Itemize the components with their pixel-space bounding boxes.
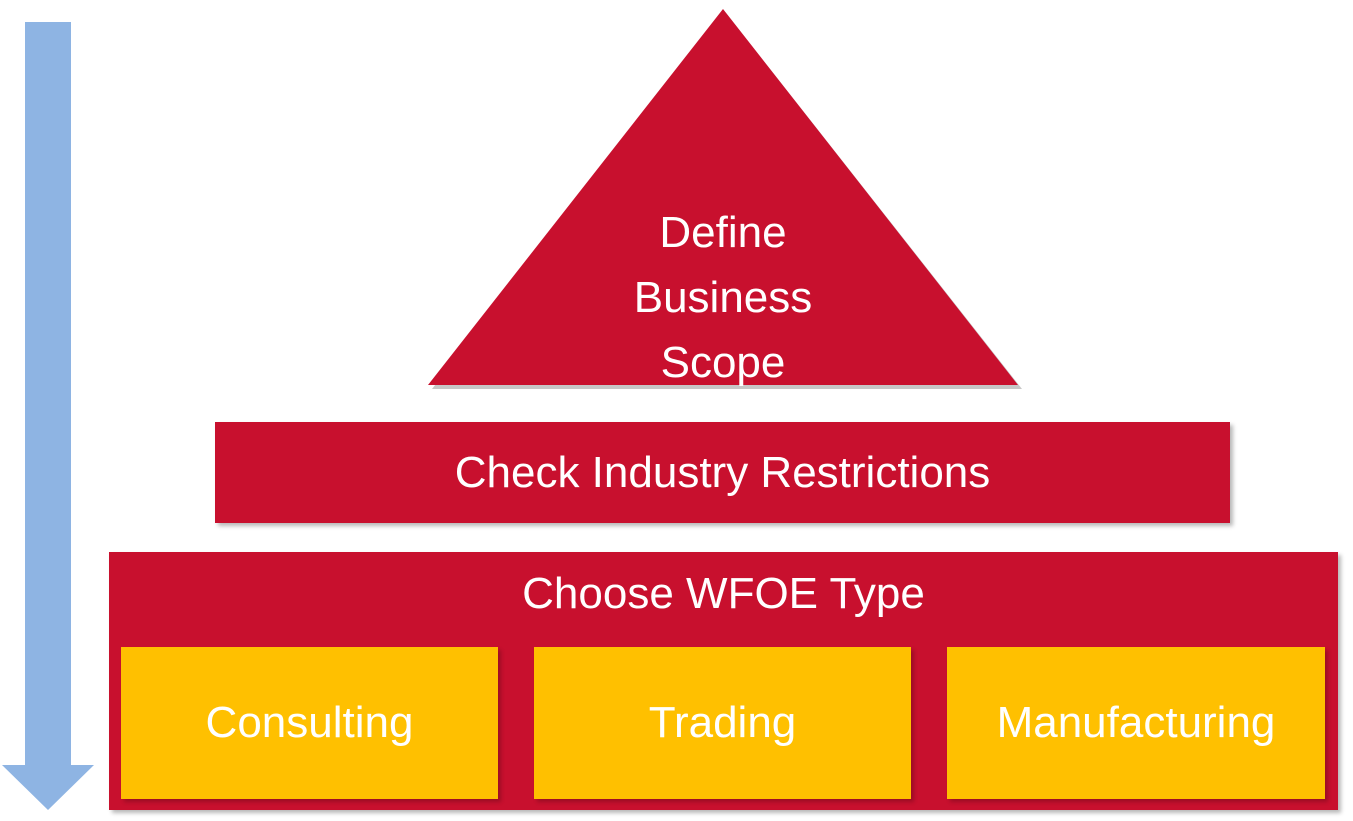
apex-label: Define Business Scope	[573, 200, 873, 395]
choose-wfoe-type-band: Choose WFOE Type Consulting Trading Manu…	[109, 552, 1338, 810]
apex-label-line-2: Business	[633, 273, 813, 322]
check-industry-restrictions-label: Check Industry Restrictions	[454, 447, 991, 497]
wfoe-type-trading-label: Trading	[648, 698, 797, 747]
wfoe-type-trading: Trading	[534, 647, 911, 799]
down-arrow-shape	[2, 22, 94, 810]
wfoe-type-manufacturing: Manufacturing	[947, 647, 1325, 799]
wfoe-type-consulting-label: Consulting	[205, 698, 414, 747]
down-arrow-icon	[2, 22, 94, 810]
apex-label-line-3: Scope	[660, 338, 786, 387]
apex-label-line-1: Define	[659, 208, 787, 257]
wfoe-type-consulting: Consulting	[121, 647, 498, 799]
choose-wfoe-type-label: Choose WFOE Type	[522, 569, 925, 618]
apex-triangle-shape	[428, 9, 1018, 385]
check-industry-restrictions-band: Check Industry Restrictions	[215, 422, 1230, 523]
wfoe-type-manufacturing-label: Manufacturing	[996, 698, 1276, 747]
apex-triangle	[428, 9, 1022, 389]
